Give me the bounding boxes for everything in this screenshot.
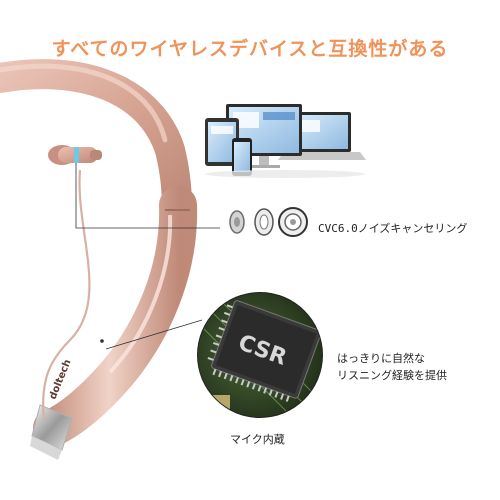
earbud-cable: [42, 169, 91, 421]
cvc-label: CVC6.0ノイズキャンセリング: [318, 222, 468, 235]
devices-group: [205, 104, 366, 178]
headline: すべてのワイヤレスデバイスと互換性がある: [51, 38, 449, 60]
chip-zoom: CSR: [197, 292, 323, 418]
neckband: [0, 59, 192, 235]
mic-hole: [100, 339, 104, 343]
mic-label: マイク内蔵: [230, 433, 285, 446]
chrome-tip: [30, 404, 73, 460]
earbud: [48, 145, 102, 165]
chip-body: CSR: [207, 300, 322, 402]
control-arm: doltech: [33, 186, 198, 447]
listening-label-line1: はっきりに自然な: [337, 352, 425, 365]
leader-lines: [75, 163, 220, 350]
listening-label-line2: リスニング経験を提供: [337, 369, 447, 382]
cvc-discs: [229, 207, 308, 237]
